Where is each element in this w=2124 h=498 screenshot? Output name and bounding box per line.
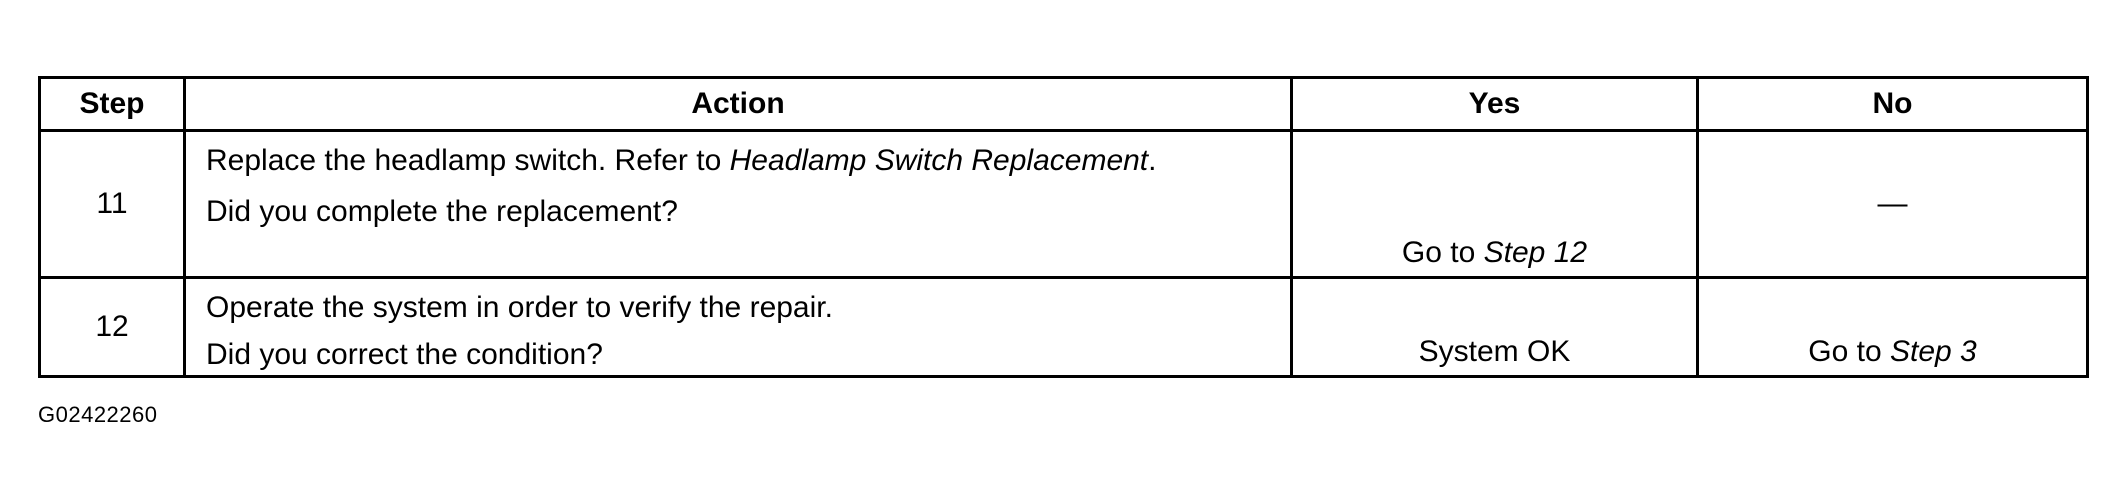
no-result: — bbox=[1696, 129, 2089, 279]
action-suffix: . bbox=[1148, 144, 1157, 177]
step-number: 11 bbox=[38, 129, 186, 279]
action-instruction: Replace the headlamp switch. Refer to He… bbox=[206, 140, 1272, 181]
diagnostic-step-table: Step Action Yes No 11 Replace the headla… bbox=[38, 76, 2089, 378]
header-yes: Yes bbox=[1290, 76, 1699, 132]
action-cell: Operate the system in order to verify th… bbox=[183, 276, 1293, 378]
action-instruction: Operate the system in order to verify th… bbox=[206, 291, 833, 324]
yes-prefix: Go to bbox=[1401, 236, 1484, 269]
step-reference-link[interactable]: Step 12 bbox=[1483, 236, 1588, 269]
no-result: Go to Step 3 bbox=[1696, 276, 2089, 378]
procedure-reference-link[interactable]: Headlamp Switch Replacement bbox=[729, 144, 1149, 177]
yes-result: System OK bbox=[1290, 276, 1699, 378]
action-cell: Replace the headlamp switch. Refer to He… bbox=[183, 129, 1293, 279]
no-prefix: Go to bbox=[1808, 335, 1890, 368]
step-number: 12 bbox=[38, 276, 186, 378]
figure-code: G02422260 bbox=[38, 402, 158, 427]
step-reference-link[interactable]: Step 3 bbox=[1889, 335, 1977, 368]
action-text: Replace the headlamp switch. Refer to bbox=[206, 144, 730, 177]
header-action: Action bbox=[183, 76, 1293, 132]
table-header-row: Step Action Yes No bbox=[38, 76, 2089, 132]
table-row: 11 Replace the headlamp switch. Refer to… bbox=[38, 129, 2089, 279]
action-question: Did you complete the replacement? bbox=[206, 195, 678, 228]
table-row: 12 Operate the system in order to verify… bbox=[38, 276, 2089, 378]
action-question: Did you correct the condition? bbox=[206, 338, 603, 371]
header-no: No bbox=[1696, 76, 2089, 132]
header-step: Step bbox=[38, 76, 186, 132]
yes-result: Go to Step 12 bbox=[1290, 129, 1699, 279]
